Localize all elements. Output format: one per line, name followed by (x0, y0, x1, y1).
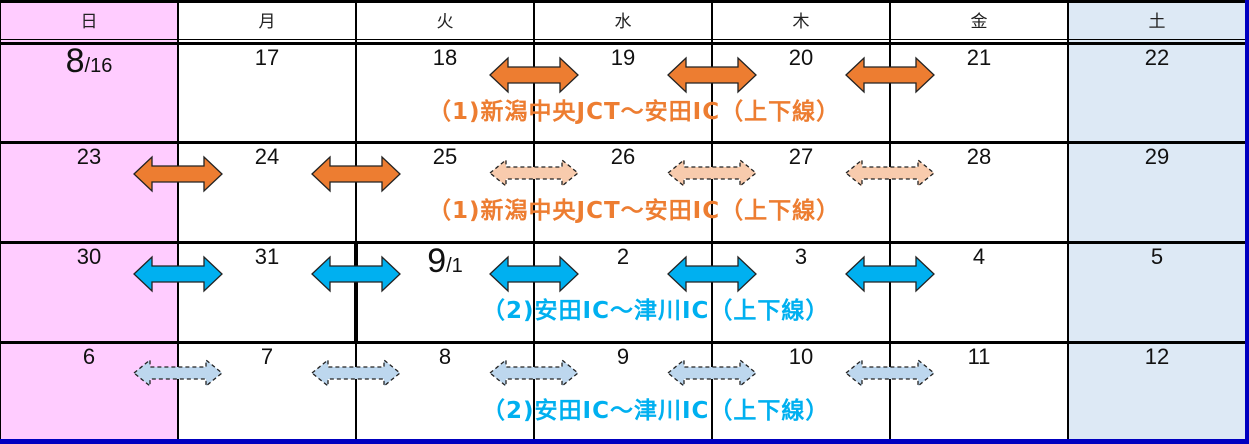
planned-closure-arrow-icon (666, 158, 758, 188)
planned-closure-arrow-icon (488, 358, 580, 388)
day-cell[interactable]: 26 (610, 144, 636, 169)
month-divider (354, 241, 358, 341)
planned-closure-arrow-icon (666, 358, 758, 388)
planned-closure-arrow-icon (844, 358, 936, 388)
day-cell[interactable]: 28 (966, 144, 992, 169)
closure-arrow-icon (667, 56, 757, 94)
day-cell[interactable]: 25 (432, 144, 458, 169)
day-cell[interactable]: 11 (967, 344, 991, 369)
day-cell[interactable]: 24 (254, 144, 280, 169)
day-number: /1 (446, 255, 463, 277)
day-cell[interactable]: 6 (82, 344, 96, 369)
day-cell[interactable]: 9/1 (356, 242, 534, 281)
closure-arrow-icon (133, 155, 223, 193)
day-cell[interactable]: 19 (610, 45, 636, 70)
day-cell[interactable]: 17 (254, 45, 280, 70)
saturday-column-bg (1068, 0, 1246, 440)
day-cell[interactable]: 3 (794, 244, 808, 269)
section-label: （2)安田IC～津川IC（上下線） (482, 298, 830, 324)
grid-line (0, 341, 1245, 344)
planned-closure-arrow-icon (310, 358, 402, 388)
weekday-header: 木 (792, 12, 810, 32)
day-cell[interactable]: 10 (788, 344, 814, 369)
closure-arrow-icon (489, 56, 579, 94)
weekday-header: 日 (80, 12, 98, 32)
grid-line (177, 0, 179, 440)
closure-arrow-icon (311, 255, 401, 293)
grid-line (0, 42, 1245, 45)
day-number: /16 (84, 55, 113, 77)
day-cell[interactable]: 22 (1144, 45, 1170, 70)
grid-line (711, 0, 713, 440)
grid-line (533, 0, 535, 440)
closure-arrow-icon (489, 255, 579, 293)
day-cell[interactable]: 20 (788, 45, 814, 70)
grid-line (1067, 0, 1069, 440)
grid-line (0, 141, 1245, 144)
day-cell[interactable]: 8/16 (0, 42, 178, 81)
grid-line (0, 241, 1245, 244)
weekday-header: 火 (436, 12, 454, 32)
day-cell[interactable]: 29 (1144, 144, 1170, 169)
day-cell[interactable]: 18 (432, 45, 458, 70)
day-cell[interactable]: 4 (972, 244, 986, 269)
day-cell[interactable]: 7 (260, 344, 274, 369)
frame-bottom (0, 439, 1249, 444)
month-number: 9 (427, 242, 447, 280)
grid-line (0, 0, 1, 440)
planned-closure-arrow-icon (132, 358, 224, 388)
closure-arrow-icon (133, 255, 223, 293)
grid-line (355, 0, 357, 440)
day-cell[interactable]: 2 (616, 244, 630, 269)
day-cell[interactable]: 31 (254, 244, 280, 269)
day-cell[interactable]: 27 (788, 144, 814, 169)
weekday-header: 水 (614, 12, 632, 32)
day-cell[interactable]: 8 (438, 344, 452, 369)
closure-arrow-icon (845, 255, 935, 293)
grid-line (0, 39, 1245, 40)
day-cell[interactable]: 5 (1150, 244, 1164, 269)
section-label: （2)安田IC～津川IC（上下線） (482, 398, 830, 424)
weekday-header: 月 (258, 12, 276, 32)
planned-closure-arrow-icon (844, 158, 936, 188)
planned-closure-arrow-icon (488, 158, 580, 188)
day-cell[interactable]: 12 (1144, 344, 1170, 369)
grid-line (889, 0, 891, 440)
section-label: （1)新潟中央JCT～安田IC（上下線） (428, 99, 841, 125)
closure-arrow-icon (845, 56, 935, 94)
day-cell[interactable]: 21 (966, 45, 992, 70)
section-label: （1)新潟中央JCT～安田IC（上下線） (428, 198, 841, 224)
weekday-header: 金 (970, 12, 988, 32)
day-cell[interactable]: 30 (76, 244, 102, 269)
grid-line (0, 0, 1245, 3)
closure-arrow-icon (667, 255, 757, 293)
day-cell[interactable]: 9 (616, 344, 630, 369)
month-number: 8 (65, 42, 85, 80)
frame-right (1245, 0, 1249, 444)
closure-arrow-icon (311, 155, 401, 193)
day-cell[interactable]: 23 (76, 144, 102, 169)
weekday-header: 土 (1148, 12, 1166, 32)
